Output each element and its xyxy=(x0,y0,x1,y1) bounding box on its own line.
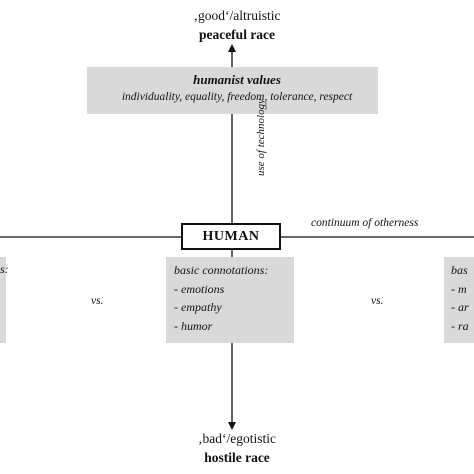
left-connotations-box xyxy=(0,257,6,343)
hostile-race-label: hostile race xyxy=(204,450,270,465)
right-fragment-line: - m xyxy=(451,281,467,296)
right-fragment-line: - ra xyxy=(451,318,469,333)
connotation-item: - humor xyxy=(174,318,213,333)
connotation-item: - emotions xyxy=(174,281,225,296)
altruistic-label: ‚good‘/altruistic xyxy=(193,8,281,23)
egotistic-label: ‚bad‘/egotistic xyxy=(198,431,276,446)
humanist-values-list: individuality, equality, freedom, tolera… xyxy=(121,91,353,103)
human-label: HUMAN xyxy=(202,228,260,244)
right-fragment-line: bas xyxy=(451,263,468,277)
vs-right: vs. xyxy=(371,295,384,307)
right-fragment-text: bas - m - ar - ra xyxy=(451,261,474,335)
connotations-text: basic connotations: - emotions - empathy… xyxy=(174,261,268,335)
vs-left: vs. xyxy=(91,295,104,307)
connotation-item: - empathy xyxy=(174,300,222,314)
left-fragment-text: s: xyxy=(0,262,9,276)
use-of-technology-label: use of technology xyxy=(255,99,267,176)
right-fragment-line: - ar xyxy=(451,300,469,314)
peaceful-race-label: peaceful race xyxy=(198,27,276,42)
right-connotations-box xyxy=(444,257,474,343)
connotations-title: basic connotations: xyxy=(174,263,269,277)
continuum-label: continuum of otherness xyxy=(311,217,419,229)
humanist-values-box xyxy=(87,67,378,114)
humanist-values-title: humanist values xyxy=(193,72,281,87)
connotations-box xyxy=(166,257,294,343)
human-node: HUMAN xyxy=(181,223,281,250)
